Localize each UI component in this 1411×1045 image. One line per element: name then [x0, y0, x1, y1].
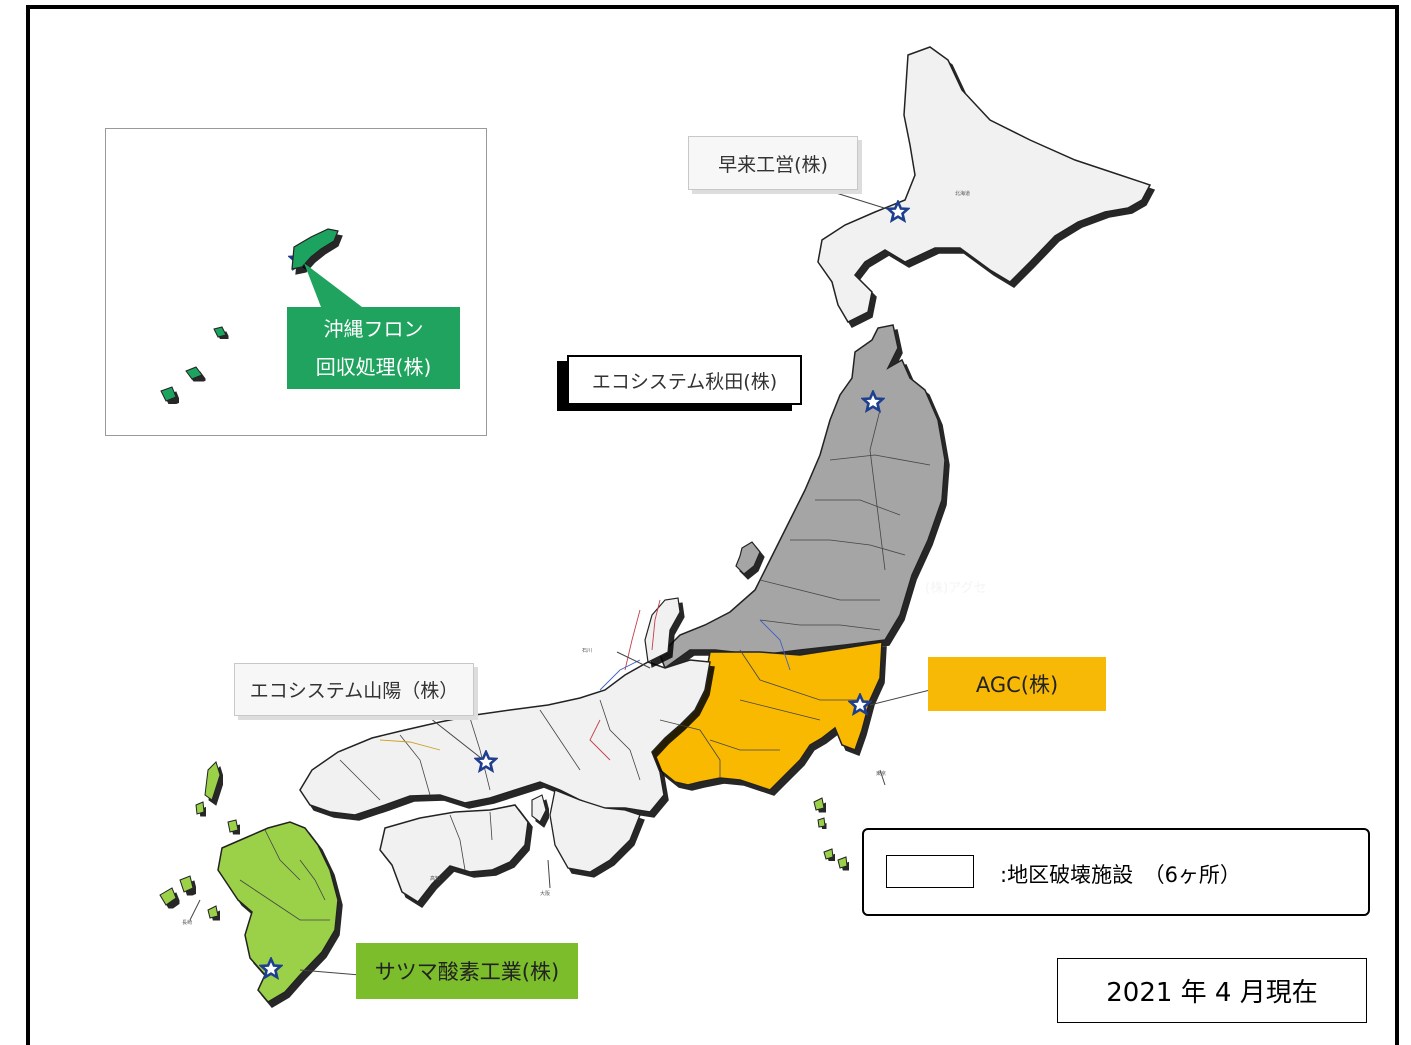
izu-island-2 — [823, 848, 834, 860]
okinawa-main-island — [291, 228, 339, 270]
noto-peninsula — [644, 597, 681, 663]
goto-island — [159, 887, 177, 906]
kii-peninsula — [549, 789, 641, 873]
kume-island — [213, 326, 227, 338]
western-honshu-region — [299, 659, 711, 816]
callout-ecosystem-sanyo: エコシステム山陽（株） — [234, 663, 474, 716]
callout-hayakitakoei-label: 早来工営(株) — [718, 153, 828, 176]
izu-island-4 — [817, 817, 826, 828]
label-tokyo: 東京 — [876, 770, 886, 777]
label-nagasaki: 長崎 — [182, 919, 192, 926]
callout-ecosystem-sanyo-label: エコシステム山陽（株） — [249, 680, 459, 702]
okinawa-inset — [105, 128, 487, 436]
callout-ecosystem-akita: エコシステム秋田(株) — [567, 355, 802, 405]
prefecture-boundaries — [239, 409, 931, 921]
hokkaido-region — [817, 46, 1152, 323]
miyako-island — [185, 366, 203, 380]
callout-agc: AGC(株) — [928, 657, 1106, 711]
date-text: 2021 年 4 月現在 — [1106, 978, 1318, 1008]
awaji-island — [531, 794, 547, 823]
tohoku-region — [659, 324, 946, 670]
iki-island — [227, 819, 239, 833]
tsushima-island — [204, 761, 221, 801]
sado-island — [735, 541, 761, 575]
leader-lines — [189, 187, 931, 976]
izu-island-1 — [813, 797, 825, 811]
legend: :地区破壊施設 （6ヶ所） — [862, 828, 1370, 916]
shikoku-region — [379, 804, 529, 903]
label-osaka: 大阪 — [540, 890, 550, 897]
legend-label: :地区破壊施設 （6ヶ所） — [1000, 863, 1241, 887]
small-island-2 — [207, 905, 219, 919]
faint-label: (株)アグセ — [925, 581, 987, 596]
okinawa-callout-pointer — [304, 263, 362, 307]
callout-hayakitakoei: 早来工営(株) — [688, 136, 858, 190]
label-hokkaido: 北海道 — [955, 190, 970, 197]
okinawa-inset-map — [160, 228, 362, 402]
callout-satsuma: サツマ酸素工業(株) — [356, 943, 578, 999]
date-box: 2021 年 4 月現在 — [1057, 958, 1367, 1023]
kyushu-region — [217, 821, 339, 1003]
map-frame — [26, 5, 1399, 1045]
colored-boundaries — [379, 599, 791, 761]
label-ishikawa: 石川 — [582, 648, 592, 654]
label-kochi: 高知 — [430, 875, 440, 882]
callout-okinawa-freon: 沖縄フロン 回収処理(株) — [287, 307, 460, 389]
hirado-island — [179, 875, 194, 893]
callout-agc-label: AGC(株) — [975, 673, 1059, 697]
callout-okinawa-freon-line2: 回収処理(株) — [315, 355, 432, 379]
small-island-1 — [195, 801, 205, 815]
callout-ecosystem-akita-label: エコシステム秋田(株) — [591, 370, 778, 393]
callout-satsuma-label: サツマ酸素工業(株) — [374, 960, 560, 984]
callout-okinawa-freon-line1: 沖縄フロン — [323, 317, 424, 341]
izu-island-3 — [837, 856, 848, 869]
ishigaki-island — [160, 386, 177, 402]
legend-swatch — [886, 855, 974, 888]
